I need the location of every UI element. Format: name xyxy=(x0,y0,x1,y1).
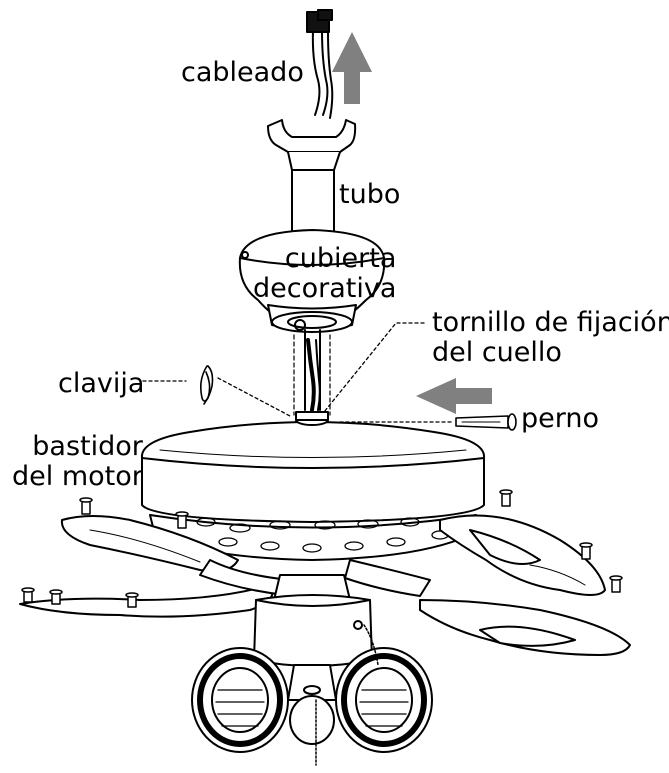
label-cubierta-decorativa: cubierta decorativa xyxy=(253,244,396,304)
screws xyxy=(21,489,623,608)
label-cubierta-line2: decorativa xyxy=(253,273,397,304)
label-perno: perno xyxy=(521,403,600,434)
pull-chains xyxy=(315,624,379,766)
up-arrow xyxy=(332,32,372,104)
rod-lower xyxy=(293,329,331,416)
downrod-top xyxy=(267,119,357,171)
label-bastidor-line1: bastidor xyxy=(32,431,143,462)
label-clavija: clavija xyxy=(58,368,145,399)
downrod-tube xyxy=(291,169,335,233)
label-bastidor-line2: del motor xyxy=(12,461,143,492)
label-tornillo: tornillo de fijación del cuello xyxy=(432,308,669,368)
light-sockets xyxy=(191,647,433,753)
motor-housing xyxy=(140,411,486,523)
label-cubierta-line1: cubierta xyxy=(284,243,397,274)
label-cableado: cableado xyxy=(181,57,304,88)
left-arrow xyxy=(416,378,492,414)
right-socket xyxy=(335,647,433,753)
blade-arms xyxy=(19,514,631,656)
left-socket xyxy=(191,647,289,753)
label-bastidor-del-motor: bastidor del motor xyxy=(12,432,143,492)
center-socket xyxy=(287,664,337,745)
leader-lines xyxy=(142,322,455,423)
pin-clip xyxy=(200,365,214,405)
label-tornillo-line2: del cuello xyxy=(432,337,562,368)
label-tornillo-line1: tornillo de fijación xyxy=(432,307,669,338)
label-tubo: tubo xyxy=(339,179,401,210)
switch-housing xyxy=(253,574,373,667)
bolt xyxy=(455,413,517,431)
canopy xyxy=(238,229,386,333)
wiring xyxy=(306,9,334,119)
